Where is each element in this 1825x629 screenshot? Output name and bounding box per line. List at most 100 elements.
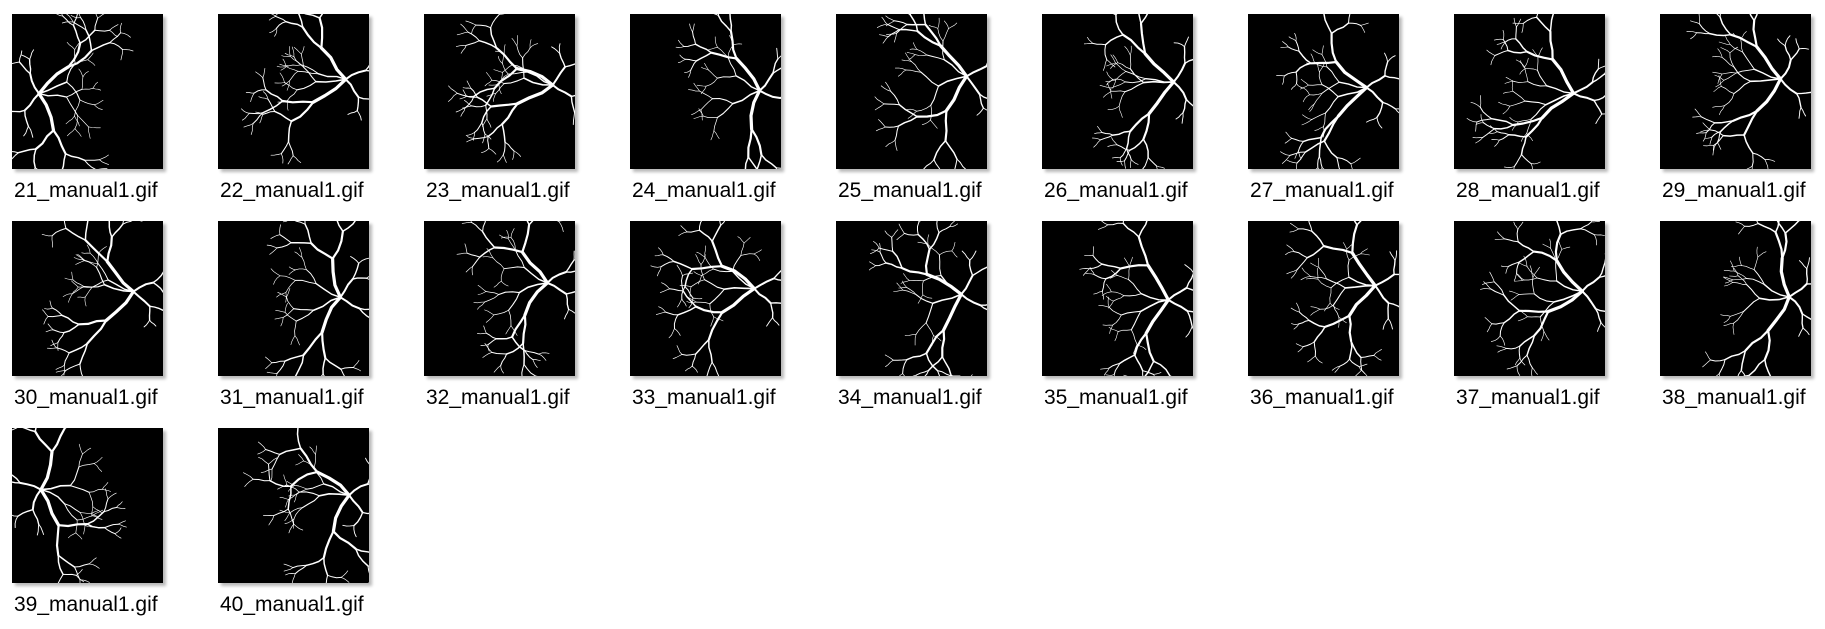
vessel-path — [486, 118, 492, 128]
file-thumbnail[interactable] — [1660, 221, 1811, 376]
vessel-path — [905, 69, 922, 73]
file-item[interactable]: 37_manual1.gif — [1442, 207, 1632, 412]
vessel-path — [501, 236, 512, 239]
vessel-path — [1698, 14, 1701, 25]
vessel-path — [1735, 221, 1745, 227]
file-item[interactable]: 21_manual1.gif — [0, 0, 190, 205]
vessel-path — [152, 271, 163, 284]
file-item[interactable]: 39_manual1.gif — [0, 414, 190, 619]
vessel-path — [1763, 284, 1790, 298]
vessel-path — [1746, 278, 1766, 286]
vessel-path — [1546, 85, 1575, 94]
file-thumbnail[interactable] — [630, 14, 781, 169]
vessel-path — [274, 110, 293, 122]
file-item[interactable]: 22_manual1.gif — [206, 0, 396, 205]
file-thumbnail[interactable] — [424, 14, 575, 169]
file-name-label: 21_manual1.gif — [14, 179, 158, 202]
file-thumbnail[interactable] — [218, 14, 369, 169]
vessel-path — [1493, 124, 1514, 130]
vessel-path — [868, 265, 876, 271]
vessel-path — [1117, 62, 1131, 70]
vessel-path — [323, 556, 329, 577]
vessel-path — [882, 36, 889, 44]
vessel-path — [68, 342, 89, 354]
vessel-path — [279, 63, 290, 67]
vessel-path — [1509, 290, 1520, 295]
file-item[interactable]: 25_manual1.gif — [824, 0, 1014, 205]
file-item[interactable]: 26_manual1.gif — [1030, 0, 1220, 205]
vessel-path — [286, 89, 298, 102]
file-thumbnail[interactable] — [1042, 221, 1193, 376]
file-thumbnail[interactable] — [630, 221, 781, 376]
vessel-path — [930, 85, 940, 106]
vessel-path — [68, 532, 77, 539]
file-item[interactable]: 34_manual1.gif — [824, 207, 1014, 412]
vessel-path — [481, 122, 486, 135]
vessel-path — [1101, 291, 1112, 296]
vessel-path — [65, 227, 87, 241]
vessel-path — [1729, 311, 1745, 317]
vessel-path — [1723, 282, 1733, 287]
vessel-path — [485, 314, 495, 323]
vessel-path — [66, 63, 76, 83]
vessel-path — [62, 293, 73, 297]
file-item[interactable]: 38_manual1.gif — [1648, 207, 1825, 412]
vessel-path — [1291, 137, 1305, 142]
file-thumbnail[interactable] — [218, 221, 369, 376]
file-item[interactable]: 30_manual1.gif — [0, 207, 190, 412]
vessel-path — [24, 109, 30, 127]
file-thumbnail[interactable] — [1248, 14, 1399, 169]
file-item[interactable]: 33_manual1.gif — [618, 207, 808, 412]
file-item[interactable]: 29_manual1.gif — [1648, 0, 1825, 205]
vessel-path — [47, 314, 63, 318]
file-thumbnail[interactable] — [1454, 14, 1605, 169]
vessel-path — [682, 272, 694, 276]
vessel-path — [1107, 144, 1118, 147]
file-item[interactable]: 27_manual1.gif — [1236, 0, 1426, 205]
file-thumbnail[interactable] — [12, 428, 163, 583]
file-thumbnail[interactable] — [1248, 221, 1399, 376]
vessel-path — [471, 24, 477, 34]
file-thumbnail[interactable] — [424, 221, 575, 376]
vessel-path — [269, 247, 278, 255]
vessel-path — [12, 481, 21, 484]
file-thumbnail[interactable] — [1454, 221, 1605, 376]
file-thumbnail[interactable] — [12, 221, 163, 376]
vessel-path — [930, 104, 933, 121]
file-thumbnail[interactable] — [836, 14, 987, 169]
vessel-path — [503, 44, 506, 54]
file-item[interactable]: 36_manual1.gif — [1236, 207, 1426, 412]
file-item[interactable]: 24_manual1.gif — [618, 0, 808, 205]
file-item[interactable]: 32_manual1.gif — [412, 207, 602, 412]
file-name-label: 40_manual1.gif — [220, 593, 364, 616]
vessel-path — [464, 95, 475, 109]
vessel-path — [732, 254, 742, 272]
file-thumbnail[interactable] — [218, 428, 369, 583]
vessel-path — [318, 493, 350, 497]
vessel-path — [1100, 367, 1110, 370]
file-thumbnail[interactable] — [1660, 14, 1811, 169]
vessel-path — [684, 286, 694, 299]
file-thumbnail[interactable] — [836, 221, 987, 376]
file-thumbnail[interactable] — [1042, 14, 1193, 169]
file-item[interactable]: 35_manual1.gif — [1030, 207, 1220, 412]
file-item[interactable]: 23_manual1.gif — [412, 0, 602, 205]
file-name-label: 22_manual1.gif — [220, 179, 364, 202]
vessel-path — [1553, 290, 1583, 303]
file-thumbnail[interactable] — [12, 14, 163, 169]
file-item[interactable]: 31_manual1.gif — [206, 207, 396, 412]
file-item[interactable]: 28_manual1.gif — [1442, 0, 1632, 205]
vessel-path — [250, 92, 255, 103]
vessel-path — [1104, 267, 1122, 280]
vessel-path — [475, 24, 492, 29]
file-item[interactable]: 40_manual1.gif — [206, 414, 396, 619]
vessel-path — [78, 463, 95, 468]
vessel-path — [1374, 284, 1390, 304]
thumbnail-background — [1248, 14, 1399, 169]
vessel-path — [470, 221, 473, 223]
vessel-path — [283, 474, 287, 486]
vessel-path — [1106, 82, 1112, 92]
vessel-path — [758, 89, 781, 99]
vessel-path — [283, 563, 294, 568]
vessel-path — [1535, 16, 1552, 33]
